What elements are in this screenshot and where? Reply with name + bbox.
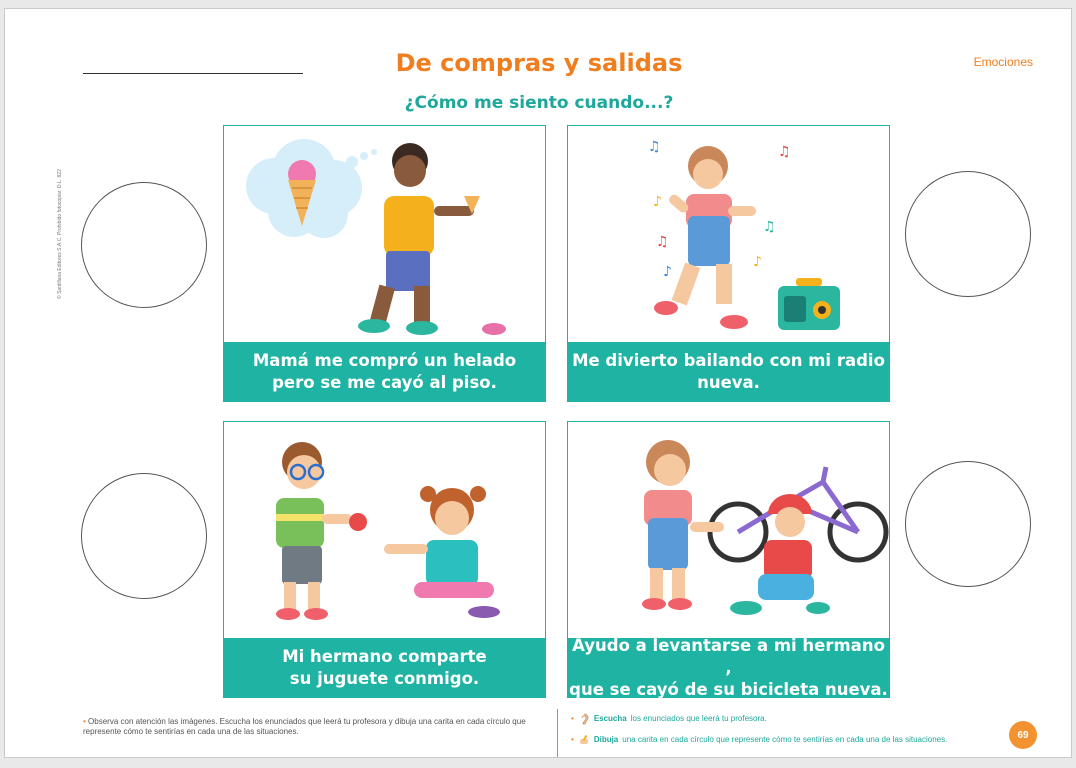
- copyright-note: © Santillana Editores S.A.C. Prohibido f…: [57, 169, 63, 299]
- caption-sharing: Mi hermano comparte su juguete conmigo.: [223, 638, 546, 698]
- caption-ice-cream: Mamá me compró un helado pero se me cayó…: [223, 342, 546, 402]
- svg-text:♪: ♪: [753, 254, 762, 270]
- scene-card-dancing: ♫ ♫ ♪ ♫ ♫ ♪ ♪: [567, 125, 890, 402]
- instruction-text: Observa con atención las imágenes. Escuc…: [83, 717, 526, 737]
- bullet-icon: •: [571, 734, 574, 744]
- caption-line-2: pero se me cayó al piso.: [272, 373, 497, 392]
- girl-dancing-illustration: ♫ ♫ ♪ ♫ ♫ ♪ ♪: [568, 126, 889, 342]
- caption-line-1: Mamá me compró un helado: [252, 350, 517, 370]
- caption-line-1: Mi hermano comparte: [282, 646, 487, 666]
- boy-dropped-ice-cream-illustration: [224, 126, 545, 342]
- svg-text:♪: ♪: [663, 264, 672, 280]
- category-label: Emociones: [973, 55, 1033, 69]
- footer-divider: [557, 709, 558, 757]
- answer-circle-3[interactable]: [81, 473, 207, 599]
- caption-line-2: su juguete conmigo.: [289, 669, 480, 688]
- scene-card-bicycle: Ayudo a levantarse a mi hermano , que se…: [567, 421, 890, 700]
- page-number: 69: [1009, 721, 1037, 749]
- ear-icon: [578, 713, 590, 725]
- step2-text: una carita en cada círculo que represent…: [622, 734, 948, 744]
- answer-circle-2[interactable]: [905, 171, 1031, 297]
- step1-verb: Escucha: [593, 713, 627, 723]
- siblings-sharing-toy-illustration: [224, 422, 545, 638]
- answer-circle-4[interactable]: [905, 461, 1031, 587]
- page-subtitle: ¿Cómo me siento cuando...?: [404, 93, 674, 113]
- name-line[interactable]: [83, 73, 303, 74]
- scene-card-ice-cream: Mamá me compró un helado pero se me cayó…: [223, 125, 546, 402]
- bullet-icon: •: [83, 717, 86, 726]
- step1-text: los enunciados que leerá tu profesora.: [630, 713, 767, 723]
- caption-dancing: Me divierto bailando con mi radio nueva.: [567, 342, 890, 402]
- answer-circle-1[interactable]: [81, 182, 207, 308]
- caption-line-2: nueva.: [697, 373, 760, 392]
- svg-text:♫: ♫: [763, 219, 776, 235]
- bullet-icon: •: [571, 713, 574, 723]
- svg-text:♫: ♫: [778, 144, 791, 160]
- caption-line-2: que se cayó de su bicicleta nueva.: [569, 680, 888, 700]
- caption-line-1: Me divierto bailando con mi radio: [572, 350, 885, 370]
- helping-brother-bicycle-illustration: [568, 422, 889, 638]
- svg-text:♪: ♪: [653, 194, 662, 210]
- footer-steps: • Escucha los enunciados que leerá tu pr…: [571, 713, 947, 755]
- caption-line-1: Ayudo a levantarse a mi hermano ,: [572, 635, 885, 677]
- footer-instruction: • Observa con atención las imágenes. Esc…: [83, 717, 543, 738]
- pencil-hand-icon: [578, 734, 590, 746]
- page-title: De compras y salidas: [395, 49, 683, 77]
- step2-verb: Dibuja: [593, 734, 619, 744]
- step-draw: • Dibuja una carita en cada círculo que …: [571, 734, 947, 746]
- caption-bicycle: Ayudo a levantarse a mi hermano , que se…: [567, 635, 890, 700]
- scene-card-sharing: Mi hermano comparte su juguete conmigo.: [223, 421, 546, 698]
- step-listen: • Escucha los enunciados que leerá tu pr…: [571, 713, 947, 725]
- workbook-page: De compras y salidas ¿Cómo me siento cua…: [4, 8, 1072, 758]
- svg-text:♫: ♫: [656, 234, 669, 250]
- svg-text:♫: ♫: [648, 139, 661, 155]
